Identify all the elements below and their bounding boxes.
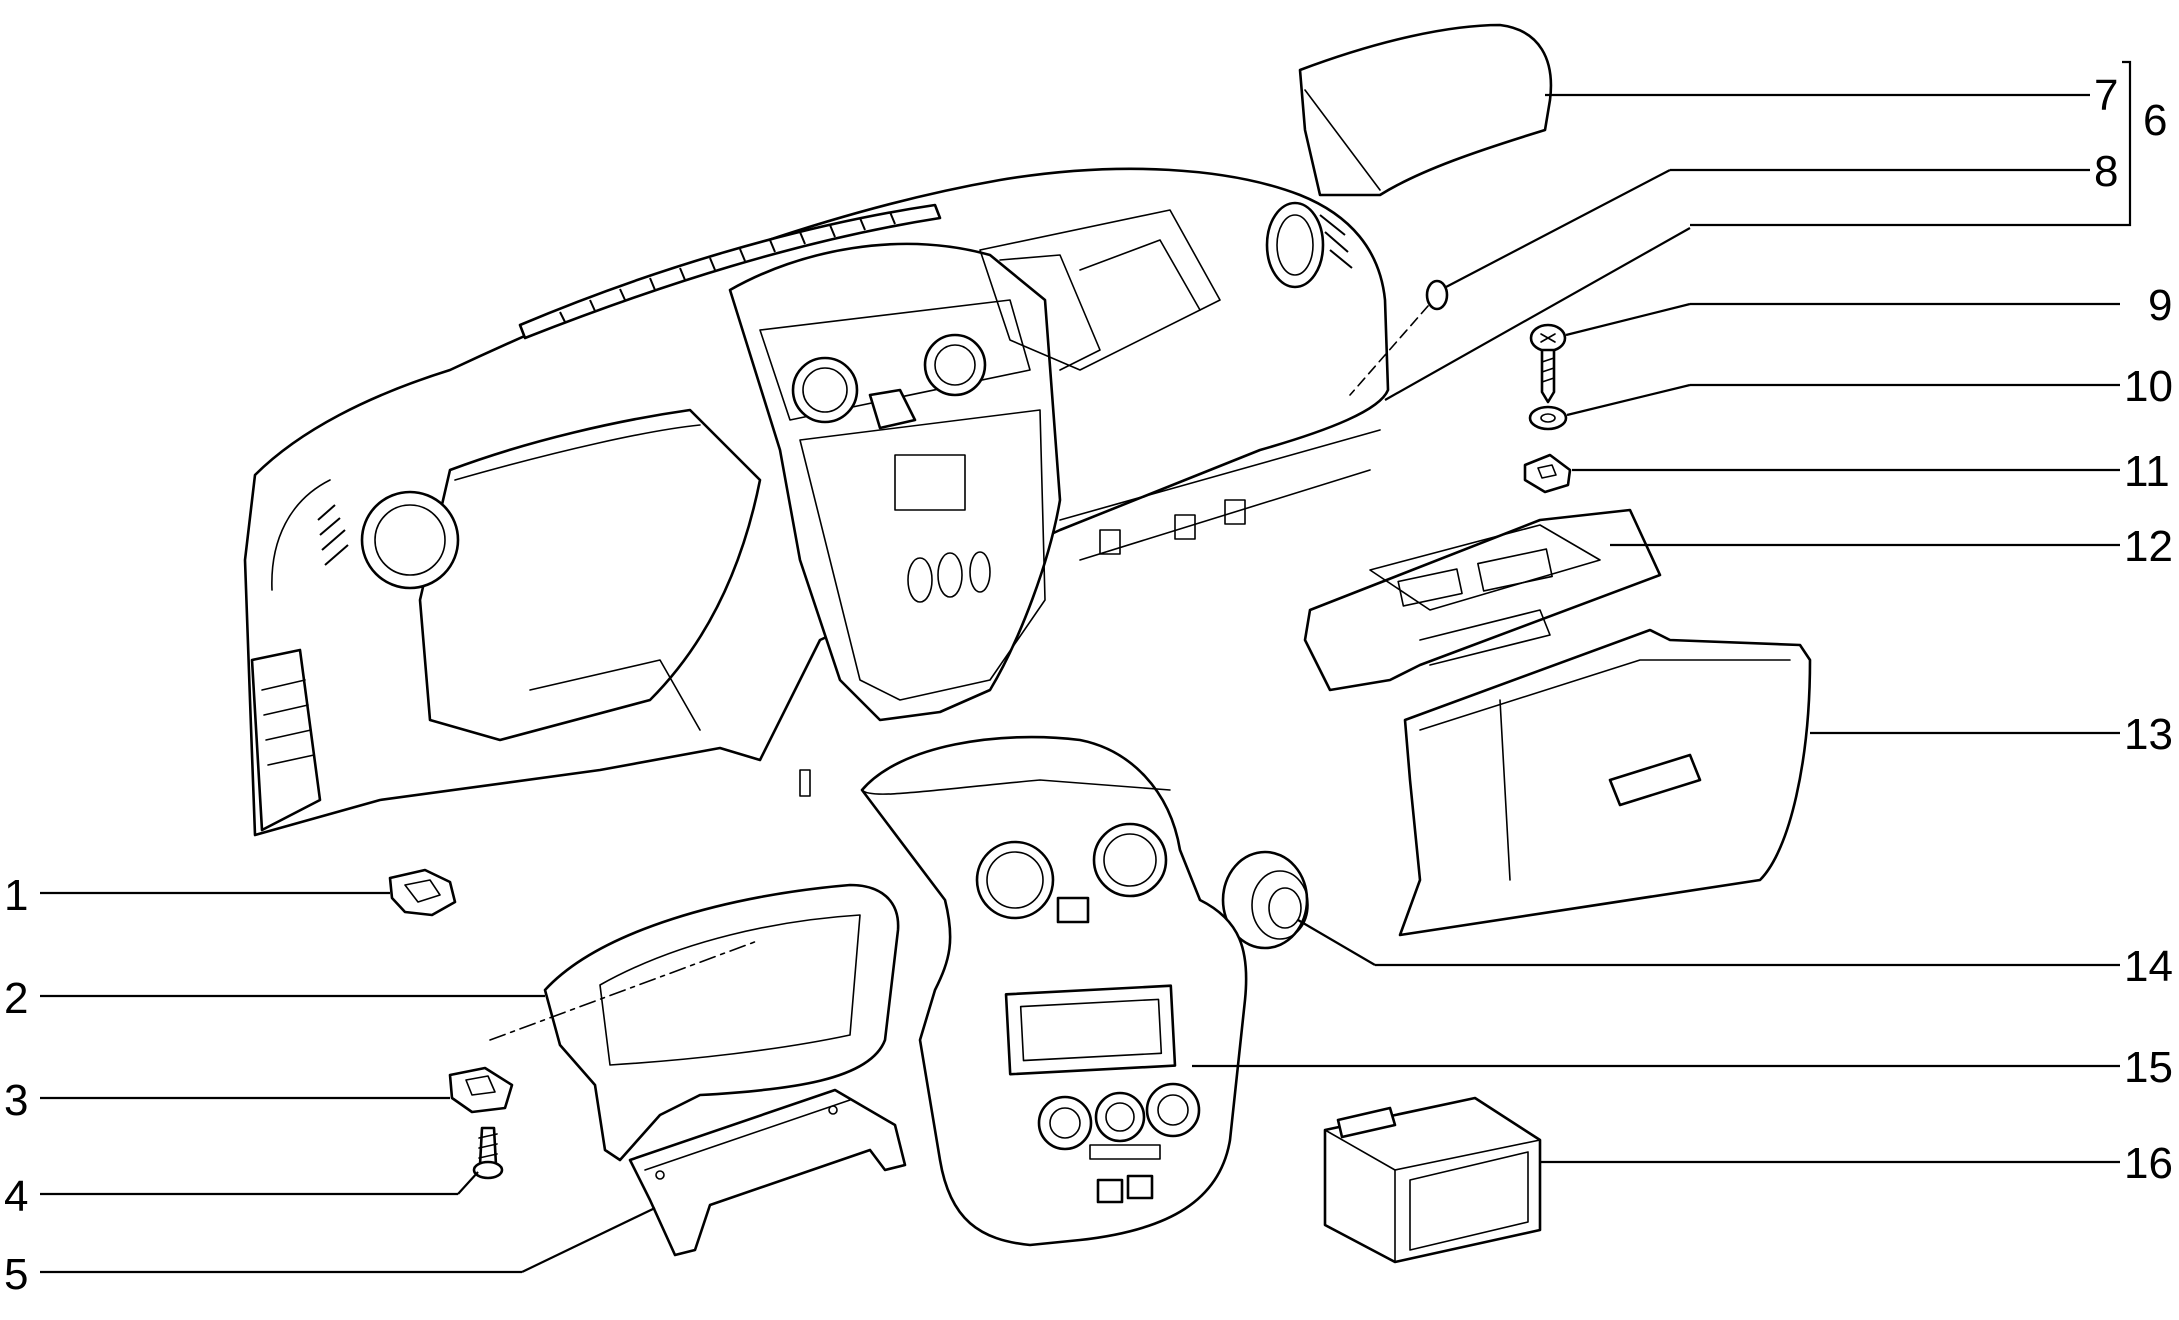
part-1-clip xyxy=(388,868,457,917)
part-4-screw xyxy=(472,1126,504,1180)
callout-15: 15 xyxy=(2124,1043,2173,1092)
callout-16: 16 xyxy=(2124,1139,2173,1188)
callout-8: 8 xyxy=(2094,147,2118,196)
callout-11: 11 xyxy=(2124,447,2170,496)
callout-14: 14 xyxy=(2124,942,2173,991)
dashboard-main-panel xyxy=(243,167,1390,837)
callout-4: 4 xyxy=(4,1172,28,1221)
callout-2: 2 xyxy=(4,974,28,1023)
part-16-storage-box xyxy=(1323,1096,1542,1264)
callout-numbers: 1 2 3 4 5 6 7 8 9 10 11 12 13 14 15 16 xyxy=(4,71,2173,1299)
part-8-plug xyxy=(1349,279,1449,396)
part-13-glovebox-lid xyxy=(1398,628,1812,937)
callout-12: 12 xyxy=(2124,522,2173,571)
part-11-clip-nut xyxy=(1523,453,1572,494)
part-9-screw xyxy=(1529,323,1567,404)
part-14-side-vent xyxy=(1221,850,1309,950)
part-3-clip-nut xyxy=(448,1066,514,1114)
callout-9: 9 xyxy=(2148,281,2172,330)
part-15-center-console xyxy=(860,735,1248,1247)
callout-6: 6 xyxy=(2143,96,2167,145)
part-10-washer xyxy=(1528,405,1568,431)
callout-3: 3 xyxy=(4,1076,28,1125)
callout-10: 10 xyxy=(2124,362,2173,411)
callout-7: 7 xyxy=(2094,71,2118,120)
part-2-cluster-hood xyxy=(489,883,900,1162)
part-5-lower-trim xyxy=(628,1088,907,1257)
part-7-airbag-cover xyxy=(1298,23,1553,197)
callout-5: 5 xyxy=(4,1250,28,1299)
leader-lines xyxy=(40,60,2132,1274)
part-12-glovebox-housing xyxy=(1303,508,1662,692)
callout-1: 1 xyxy=(4,871,28,920)
callout-13: 13 xyxy=(2124,710,2173,759)
